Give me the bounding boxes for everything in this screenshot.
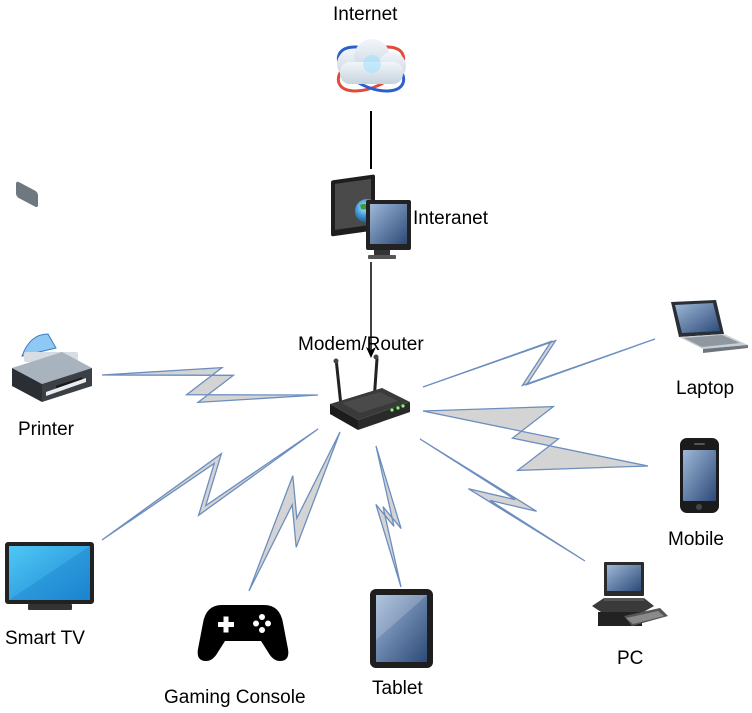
- wireless-link-smart-tv: [101, 428, 319, 541]
- laptop-icon: [671, 300, 748, 353]
- computer-monitor-icon: [331, 174, 411, 259]
- wireless-link-gaming-console: [248, 431, 341, 592]
- node-label-pc: PC: [617, 648, 644, 669]
- node-label-laptop: Laptop: [676, 378, 735, 399]
- wired-link-intranet-router: [366, 262, 376, 358]
- node-label-tablet: Tablet: [372, 678, 423, 699]
- node-label-internet: Internet: [333, 4, 398, 25]
- smartphone-icon: [680, 438, 719, 513]
- node-label-router: Modem/Router: [298, 334, 424, 355]
- desktop-pc-icon: [592, 562, 668, 626]
- gamepad-icon: [197, 605, 289, 661]
- tablet-icon: [370, 589, 433, 668]
- wireless-link-printer: [101, 366, 319, 404]
- tv-icon: [5, 542, 94, 610]
- node-label-gaming-console: Gaming Console: [164, 687, 306, 708]
- printer-icon: [12, 181, 92, 402]
- wireless-link-pc: [419, 438, 586, 562]
- cloud-globe-icon: [336, 39, 406, 93]
- wireless-link-mobile: [422, 405, 649, 472]
- node-label-intranet: Interanet: [413, 208, 488, 229]
- wifi-router-icon: [330, 354, 410, 430]
- wireless-link-laptop: [422, 338, 656, 388]
- wireless-link-tablet: [375, 445, 402, 588]
- node-label-smart-tv: Smart TV: [5, 628, 85, 649]
- node-label-printer: Printer: [18, 419, 74, 440]
- node-label-mobile: Mobile: [668, 529, 724, 550]
